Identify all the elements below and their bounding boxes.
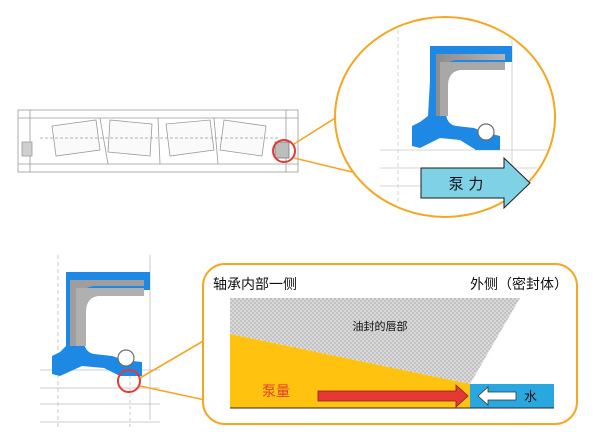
lip-detail-callout: 轴承内部一侧 外侧（密封体） 油封的唇部 泵量 水	[202, 263, 578, 425]
seal-section-bottom	[40, 255, 160, 430]
zoom-connector-bottom	[139, 339, 206, 401]
pump-amount-label: 泵量	[262, 384, 290, 400]
lip-label: 油封的唇部	[353, 319, 408, 333]
metal-insert	[436, 54, 505, 116]
outer-side-label: 外侧（密封体）	[470, 276, 568, 293]
seal-highlight-circle	[272, 139, 296, 163]
lip-region	[230, 298, 520, 384]
water-arrow	[477, 386, 517, 406]
lip-highlight-circle	[117, 369, 141, 393]
inner-side-label: 轴承内部一侧	[213, 277, 297, 293]
water-label: 水	[524, 390, 537, 405]
oil-region	[230, 334, 470, 408]
garter-spring-bottom	[117, 349, 135, 367]
pump-amount-arrow	[317, 384, 469, 408]
pump-force-label: 泵 力	[449, 175, 484, 193]
bearing-assembly	[17, 109, 299, 173]
garter-spring	[477, 123, 495, 141]
pump-force-arrow[interactable]	[420, 156, 531, 210]
seal-body-bottom	[52, 272, 150, 376]
zoom-circle: 泵 力	[334, 16, 556, 218]
